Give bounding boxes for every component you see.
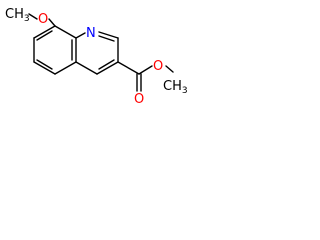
bond-carbonyl-ester-o xyxy=(138,65,153,75)
bond-c8-c7-inner xyxy=(36,30,53,41)
atom-methoxy-o: O xyxy=(38,12,48,27)
bond-o-c8 xyxy=(48,18,56,27)
bond-c3-c4-inner xyxy=(98,59,115,70)
atom-carbonyl-o: O xyxy=(134,92,144,107)
bonds xyxy=(28,13,174,92)
bond-c4-c4a xyxy=(75,61,98,75)
bond-c8a-n xyxy=(75,32,86,39)
atom-methoxy-ch3: CH3 xyxy=(5,7,30,24)
bond-ester-o-ch3 xyxy=(165,65,174,73)
atom-ring-n: N xyxy=(86,26,96,41)
bond-c3-carbonyl xyxy=(117,61,140,75)
structure-diagram: CH3 O N O O CH3 xyxy=(0,0,188,121)
bond-n-c2-inner xyxy=(98,35,115,42)
atom-ester-ch3: CH3 xyxy=(163,79,188,96)
atom-ester-o: O xyxy=(153,59,163,74)
bond-c3-c4 xyxy=(96,61,119,75)
bond-ch3-o xyxy=(28,13,38,20)
bond-c5-c4a xyxy=(54,61,77,75)
bond-n-c2 xyxy=(98,31,119,39)
bond-c6-c5-inner xyxy=(36,59,53,70)
bond-c8a-c8 xyxy=(54,25,77,39)
bond-c6-c5 xyxy=(33,61,56,75)
bond-c8-c7 xyxy=(33,25,56,39)
molecule-svg: CH3 O N O O CH3 xyxy=(5,7,188,107)
